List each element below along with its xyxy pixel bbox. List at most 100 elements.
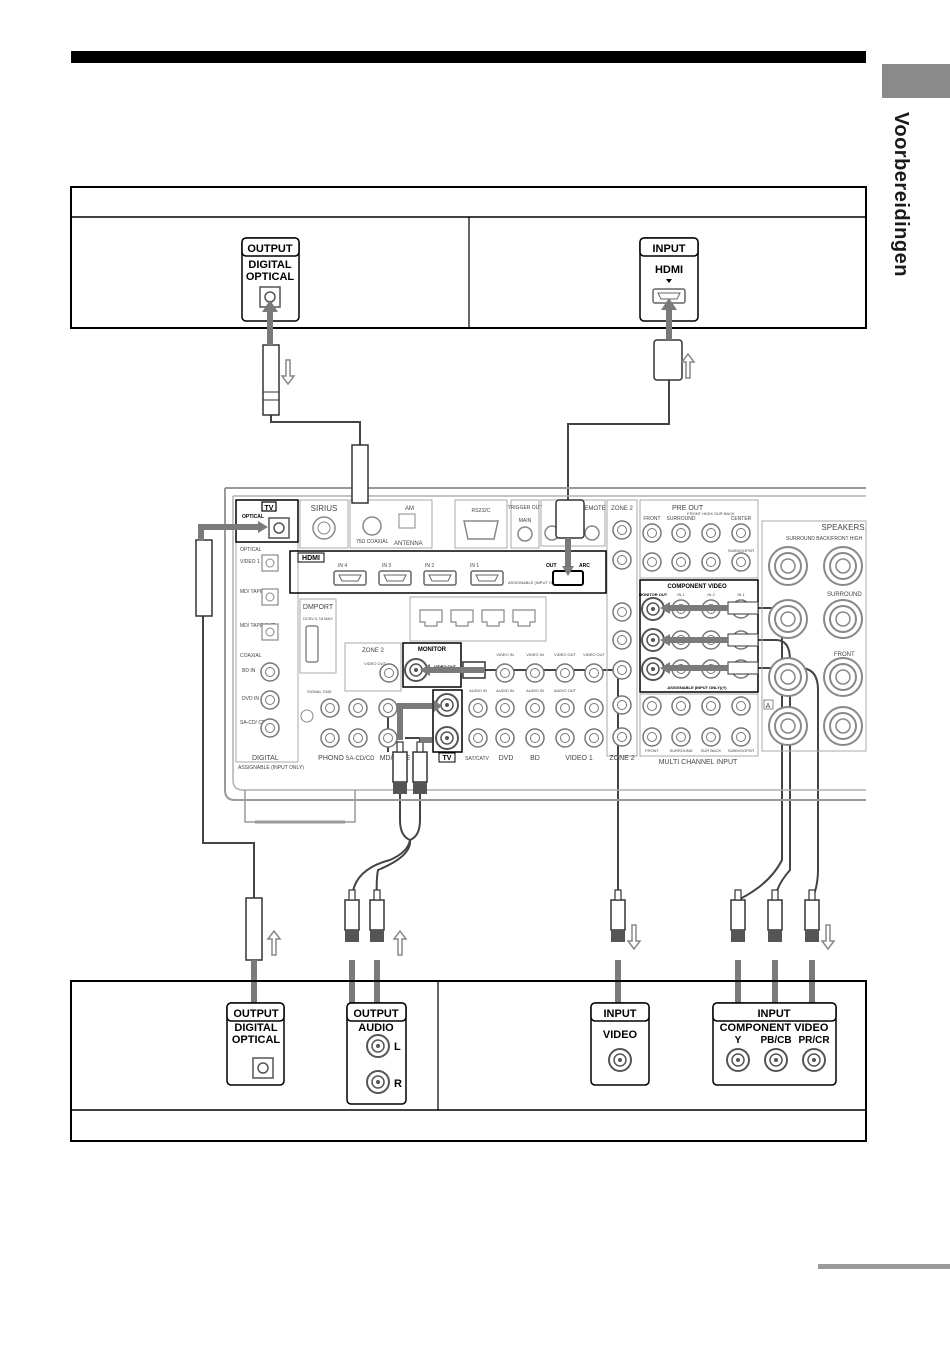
receiver-back-panel: TV OPTICAL IN OPTICAL VIDEO 1 IN MD/ TAP… — [224, 487, 867, 824]
label-video1: VIDEO 1 — [565, 755, 593, 762]
assignable-low-label: ASSIGNABLE (INPUT ONLY) — [238, 765, 304, 771]
video1-in-label: VIDEO 1 IN — [240, 559, 267, 565]
pre-out-surround: SURROUND — [667, 516, 696, 522]
bottom-audio-output-box: OUTPUT AUDIO L R — [346, 1002, 407, 1105]
audio-l-label: L — [394, 1041, 401, 1053]
zone2-video-out: VIDEO OUT — [364, 661, 387, 666]
pre-out-subwoofer: SUBWOOFER — [728, 548, 754, 553]
comp-in-a: IN 1 — [677, 592, 685, 597]
digital-label: DIGITAL — [252, 755, 279, 762]
mci-front: FRONT — [645, 748, 659, 753]
coaxial-label: COAXIAL — [240, 653, 262, 659]
bottom-video-header: INPUT — [604, 1008, 637, 1020]
bottom-device-frame — [70, 980, 867, 1142]
top-out-line2: OPTICAL — [246, 271, 295, 283]
grid-video-out-1: VIDEO OUT — [554, 652, 577, 657]
monitor-out-label: MONITOR OUT — [639, 592, 668, 597]
spk-sb-fh-label: SURROUND BACK/FRONT HIGH — [786, 536, 863, 542]
grid-audio-in-3: AUDIO IN — [526, 688, 544, 693]
hdmi-label: HDMI — [302, 555, 320, 562]
pre-out-center: CENTER — [731, 516, 752, 522]
section-title: Voorbereidingen — [890, 112, 912, 277]
grid-audio-in-1: AUDIO IN — [469, 688, 487, 693]
audio-r-label: R — [394, 1078, 402, 1090]
top-in-header: INPUT — [653, 243, 686, 255]
pre-out-label: PRE OUT — [672, 505, 704, 512]
panel-bottom-labels: PHONO SA-CD/CD MD/TAPE TV SAT/CATV DVD B… — [318, 752, 635, 763]
grid-audio-in-2: AUDIO IN — [496, 688, 514, 693]
multi-channel-input-label: MULTI CHANNEL INPUT — [659, 759, 738, 766]
optical-label: OPTICAL — [242, 514, 264, 520]
bottom-optical-port-icon — [252, 1057, 274, 1079]
bottom-video-input-box: INPUT VIDEO — [590, 1002, 650, 1086]
dmport-label: DMPORT — [303, 604, 334, 611]
signal-gnd: SIGNAL GND — [307, 689, 332, 694]
component-pr-label: PR/CR — [798, 1035, 830, 1046]
rs232c-label: RS232C — [472, 508, 491, 514]
label-phono: PHONO — [318, 755, 344, 762]
pre-out-front: FRONT — [643, 516, 660, 522]
bottom-component-input-box: INPUT COMPONENT VIDEO Y PB/CB PR/CR — [712, 1002, 837, 1086]
direction-arrows — [266, 352, 836, 956]
mci-subwoofer: SUBWOOFER — [728, 748, 754, 753]
av-grid: VIDEO IN VIDEO IN VIDEO OUT VIDEO OUT AU… — [300, 652, 606, 753]
bottom-optical-line1: DIGITAL — [234, 1022, 277, 1034]
zone2-video-label: ZONE 2 — [362, 648, 384, 654]
continued-bar — [818, 1264, 950, 1269]
tv-badge: TV — [265, 505, 274, 512]
component-video-label: COMPONENT VIDEO — [667, 584, 727, 590]
component-y-jack-icon — [726, 1048, 750, 1072]
comp-in-c: IN 1 — [737, 592, 745, 597]
bottom-optical-header: OUTPUT — [233, 1008, 279, 1020]
top-rule — [71, 51, 866, 63]
md-tape-in-label: MD/ TAPE IN — [240, 589, 270, 595]
spk-front-label: FRONT — [834, 652, 855, 658]
top-out-header: OUTPUT — [247, 243, 293, 255]
optical-label-2: OPTICAL — [240, 547, 262, 553]
label-sacd: SA-CD/CD — [345, 756, 375, 762]
remote-label: REMOTE — [580, 506, 606, 512]
top-digital-optical-box: OUTPUT DIGITAL OPTICAL — [241, 237, 300, 322]
component-pr-jack-icon — [802, 1048, 826, 1072]
comp-in-b: IN 2 — [707, 592, 715, 597]
hdmi-arc-label: ARC — [579, 563, 590, 569]
am-label: AM — [405, 506, 414, 512]
grid-video-in-2: VIDEO IN — [526, 652, 544, 657]
component-y-label: Y — [735, 1035, 742, 1046]
spk-a-label: A — [766, 703, 771, 710]
hdmi-in1: IN 1 — [470, 563, 479, 569]
trigger-main-label: MAIN — [519, 518, 532, 524]
component-pb-label: PB/CB — [760, 1035, 791, 1046]
bottom-audio-line1: AUDIO — [358, 1022, 394, 1034]
bd-in-label: BD IN — [242, 668, 256, 674]
video-jack-icon — [608, 1048, 632, 1072]
mci-sur-back: SUR BACK — [701, 748, 722, 753]
connectors — [195, 339, 820, 961]
bottom-audio-header: OUTPUT — [353, 1008, 399, 1020]
grid-audio-out: AUDIO OUT — [554, 688, 577, 693]
bottom-digital-optical-box: OUTPUT DIGITAL OPTICAL — [226, 1002, 285, 1086]
sacd-cd-in-label: SA-CD/ CD IN — [240, 720, 272, 726]
speakers-label: SPEAKERS — [821, 523, 864, 532]
top-device-frame — [70, 186, 867, 329]
label-dvd: DVD — [499, 755, 514, 762]
bottom-video-line1: VIDEO — [603, 1029, 638, 1041]
antenna-label: ANTENNA — [394, 541, 423, 547]
hdmi-in4: IN 4 — [338, 563, 347, 569]
label-bd: BD — [530, 755, 540, 762]
receiver-optical-tv-jack — [268, 517, 290, 539]
monitor-video-out: VIDEO OUT — [434, 664, 457, 669]
component-pb-jack-icon — [764, 1048, 788, 1072]
hdmi-out-label: OUT — [546, 563, 557, 569]
hdmi-in3: IN 3 — [382, 563, 391, 569]
sirius-label: SIRIUS — [311, 504, 338, 513]
routing-arrows — [198, 308, 815, 1081]
label-tv: TV — [443, 755, 452, 762]
monitor-label: MONITOR — [418, 647, 447, 653]
audio-l-jack-icon — [366, 1034, 390, 1058]
top-hdmi-input-box: INPUT HDMI — [639, 237, 699, 322]
dvd-in-label: DVD IN — [242, 696, 259, 702]
dmport-power: DC5V 0.7A MAX — [303, 616, 333, 621]
grid-video-in-1: VIDEO IN — [496, 652, 514, 657]
